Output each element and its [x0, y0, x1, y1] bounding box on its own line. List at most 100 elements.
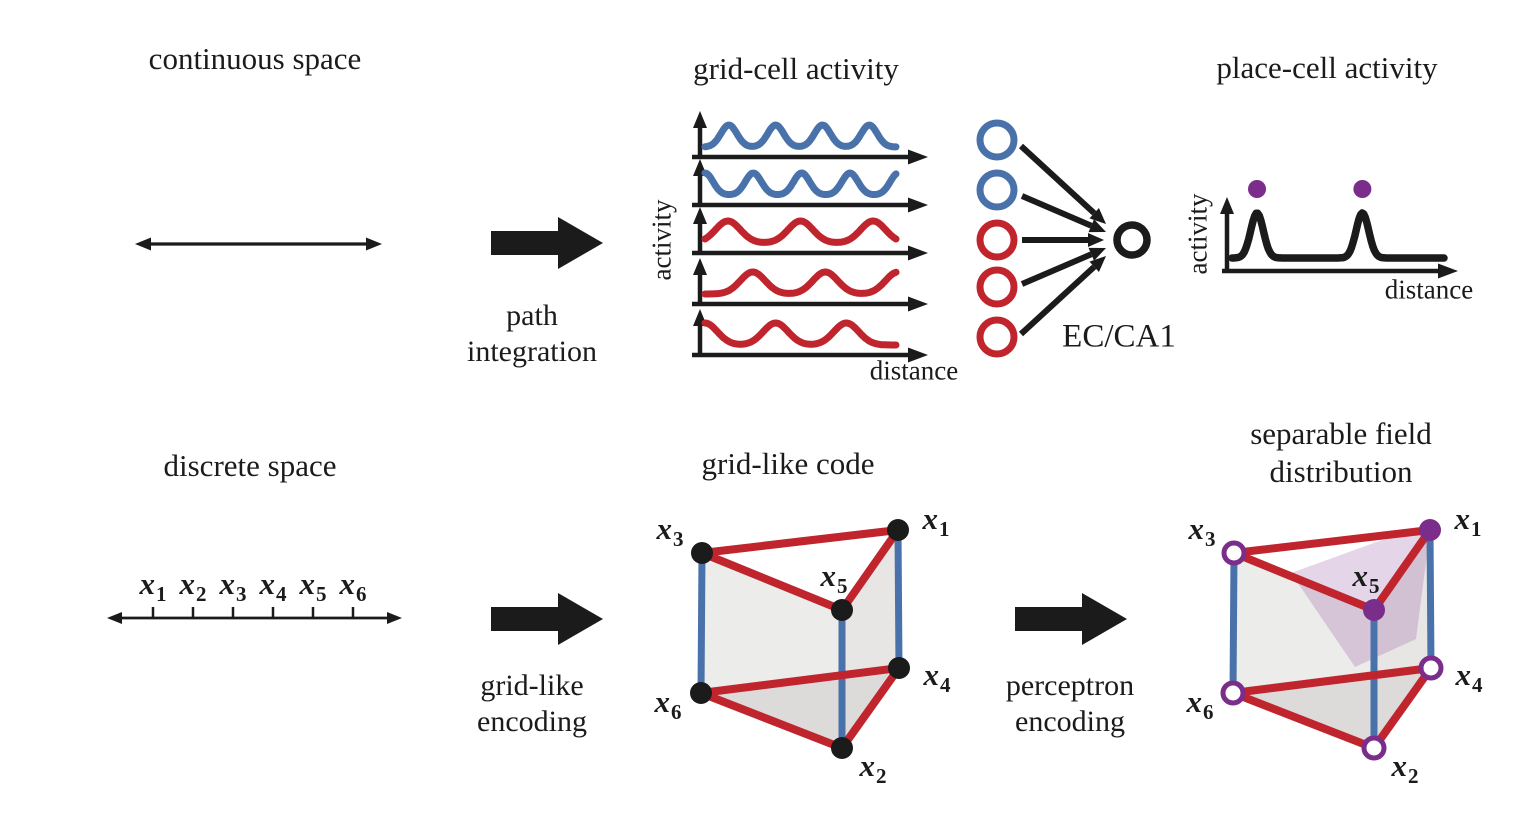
continuous-space-arrow-head [366, 237, 382, 251]
grid-activity-xaxis-2-head [908, 197, 928, 213]
grid-activity-xaxis-3-head [908, 245, 928, 261]
projection-arrow-4-shaft [1020, 251, 1093, 287]
grid-cell-wave-4 [701, 268, 900, 298]
separable-field-title-line1: separable field [1250, 416, 1432, 451]
place-activity-xaxis-head [1438, 263, 1458, 279]
grid-cell-wave-2 [701, 169, 900, 198]
grid-like-code-prism-edge-x3-x5 [698, 549, 846, 614]
separable-prism-label-x5: x5 [1352, 558, 1380, 598]
separable-prism-edge-x3-x5 [1230, 549, 1378, 614]
grid-cell-wave-3 [701, 217, 900, 246]
place-activity-curve [1228, 209, 1448, 262]
path-integration-arrow [491, 217, 603, 269]
separable-field-title-line2: distribution [1269, 454, 1413, 489]
projection-arrow-2-head [1088, 219, 1106, 233]
grid-like-code-prism-node-x2 [831, 737, 853, 759]
projection-arrow-5-shaft [1018, 264, 1097, 337]
grid-like-code-prism-label-x5: x5 [820, 558, 848, 598]
grid-like-code-prism-label-x6: x6 [654, 684, 682, 724]
grid-like-code-prism-edge-x1-x4 [894, 526, 903, 672]
discrete-space-arrow-head-start [107, 612, 122, 624]
separable-prism-edge-x3-x1 [1230, 526, 1434, 557]
projection-arrow-5-head [1089, 256, 1106, 272]
grid-like-code-title: grid-like code [701, 446, 875, 481]
path-integration-label-line1: path [506, 299, 558, 332]
discrete-point-label-5: x5 [299, 566, 327, 606]
separable-prism-label-x6: x6 [1186, 684, 1214, 724]
place-activity-yaxis-head [1220, 197, 1234, 214]
grid-activity-xaxis-5-head [908, 347, 928, 363]
separable-prism-label-x4: x4 [1455, 657, 1483, 697]
separable-prism-edge-x3-x6 [1229, 549, 1238, 697]
continuous-space-title: continuous space [148, 41, 362, 76]
grid-like-code-prism-node-x6 [690, 682, 712, 704]
place-cell-activity-title: place-cell activity [1216, 50, 1438, 85]
grid-like-code-prism-node-x4 [888, 657, 910, 679]
separable-prism-label-x1: x1 [1454, 501, 1482, 541]
projection-arrow-2-shaft [1020, 193, 1093, 229]
output-cell-node [1113, 221, 1151, 259]
discrete-point-label-2: x2 [179, 566, 207, 606]
discrete-point-label-1: x1 [139, 566, 167, 606]
path-integration-label-line2: integration [467, 335, 597, 368]
separable-prism-edge-x1-x4 [1426, 526, 1435, 672]
grid-cell-node-2 [976, 169, 1018, 211]
grid-activity-yaxis-3-head [693, 207, 707, 224]
discrete-space-arrow-head [387, 612, 402, 624]
grid-activity-yaxis-1-head [693, 111, 707, 128]
grid-like-encoding-arrow [491, 593, 603, 645]
place-activity-xlabel: distance [1384, 274, 1474, 305]
discrete-point-label-4: x4 [259, 566, 287, 606]
grid-like-code-prism-label-x4: x4 [923, 657, 951, 697]
grid-like-code-prism-node-x1 [887, 519, 909, 541]
grid-cell-wave-1 [701, 121, 900, 151]
grid-like-encoding-label-line2: encoding [477, 705, 587, 738]
grid-like-code-prism-label-x1: x1 [922, 501, 950, 541]
grid-cell-node-1 [976, 119, 1018, 161]
grid-like-code-prism-edge-x3-x1 [698, 526, 902, 557]
separable-prism-label-x2: x2 [1391, 748, 1419, 788]
separable-prism-edge-x2-x4 [1370, 664, 1435, 752]
grid-activity-xlabel: distance [869, 355, 959, 386]
grid-like-code-prism-edge-x6-x4 [697, 664, 903, 697]
separable-region [1291, 531, 1430, 667]
separable-prism-node-x3 [1221, 540, 1247, 566]
discrete-point-label-6: x6 [339, 566, 367, 606]
ec-ca1-label: EC/CA1 [1062, 318, 1176, 355]
separable-prism-edge-x6-x4 [1229, 664, 1435, 697]
separable-prism-edge-x6-x2 [1229, 689, 1378, 752]
grid-like-code-prism-edge-x5-x1 [838, 526, 902, 614]
grid-activity-yaxis-4-head [693, 258, 707, 275]
separable-prism-node-x2 [1361, 735, 1387, 761]
projection-arrow-4-head [1088, 247, 1106, 261]
grid-like-code-prism-label-x3: x3 [656, 511, 684, 551]
perceptron-encoding-label-line1: perceptron [1005, 669, 1135, 702]
grid-cell-wave-5 [701, 319, 900, 349]
grid-activity-xaxis-1-head [908, 149, 928, 165]
separable-prism-node-x6 [1220, 680, 1246, 706]
perceptron-encoding-arrow [1015, 593, 1127, 645]
projection-arrow-1-head [1089, 208, 1106, 224]
discrete-point-label-3: x3 [219, 566, 247, 606]
grid-like-code-prism-node-x3 [691, 542, 713, 564]
projection-arrow-1-shaft [1018, 143, 1097, 216]
continuous-space-arrow-head-start [135, 237, 151, 251]
discrete-space-title: discrete space [163, 448, 337, 483]
place-field-dot-2 [1353, 180, 1372, 198]
separable-prism-node-x1 [1419, 519, 1441, 541]
separable-prism-node-x5 [1363, 599, 1385, 621]
separable-prism-edge-x5-x1 [1370, 526, 1434, 614]
projection-arrow-3-head [1088, 233, 1104, 247]
grid-like-encoding-label-line1: grid-like [480, 669, 584, 702]
grid-like-code-prism-edge-x2-x4 [838, 664, 903, 752]
grid-like-code-prism-edge-x3-x6 [697, 549, 706, 697]
place-activity-ylabel: activity [1182, 193, 1213, 275]
grid-activity-ylabel: activity [646, 199, 677, 281]
grid-cell-activity-title: grid-cell activity [693, 51, 899, 86]
place-field-dot-1 [1248, 180, 1267, 198]
grid-activity-xaxis-4-head [908, 296, 928, 312]
grid-cell-node-5 [976, 316, 1018, 358]
grid-like-code-prism-node-x5 [831, 599, 853, 621]
grid-cell-node-4 [976, 266, 1018, 308]
